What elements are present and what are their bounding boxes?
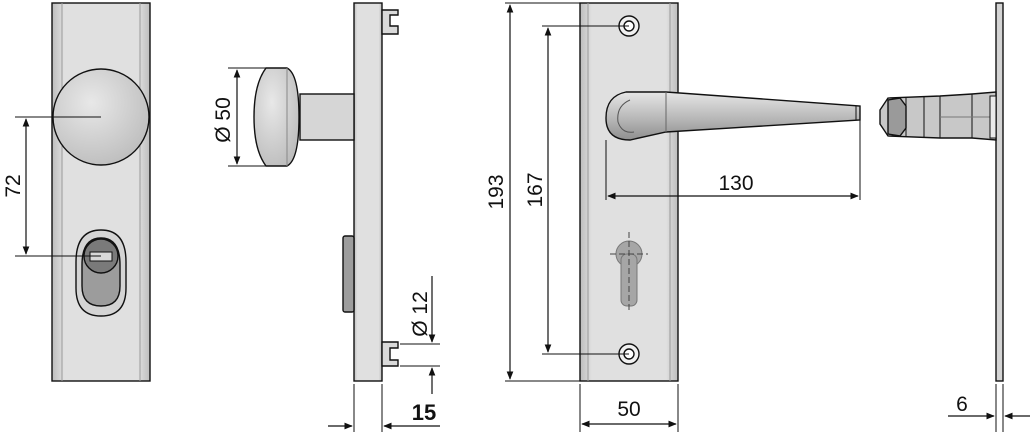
dim-plate-thickness-lever: 6 bbox=[956, 393, 968, 416]
knob-plate-front-view bbox=[15, 2, 151, 382]
side-plate bbox=[353, 2, 383, 382]
dim-plate-width: 50 bbox=[617, 398, 640, 421]
side-plate-thin bbox=[995, 2, 1004, 382]
lever-plate bbox=[579, 2, 679, 382]
dim-plate-height-total: 193 bbox=[485, 174, 508, 209]
knob-plate-side-view bbox=[228, 2, 440, 432]
lever-end-profile bbox=[879, 91, 997, 141]
dim-knob-offset: 72 bbox=[2, 174, 25, 197]
dim-plate-thickness-knob: 15 bbox=[412, 400, 436, 425]
knob-profile bbox=[253, 67, 300, 167]
dim-cylinder-diameter: Ø 12 bbox=[409, 291, 432, 337]
dim-lever-length: 130 bbox=[718, 172, 753, 195]
dim-hole-spacing: 167 bbox=[524, 172, 547, 207]
lever-plate-front-view bbox=[505, 2, 861, 432]
lever-handle bbox=[605, 91, 861, 141]
knob-shaft bbox=[299, 93, 355, 141]
dim-knob-diameter: Ø 50 bbox=[212, 97, 235, 143]
lever-plate-side-view bbox=[879, 2, 1030, 432]
knob-plate bbox=[51, 2, 151, 382]
